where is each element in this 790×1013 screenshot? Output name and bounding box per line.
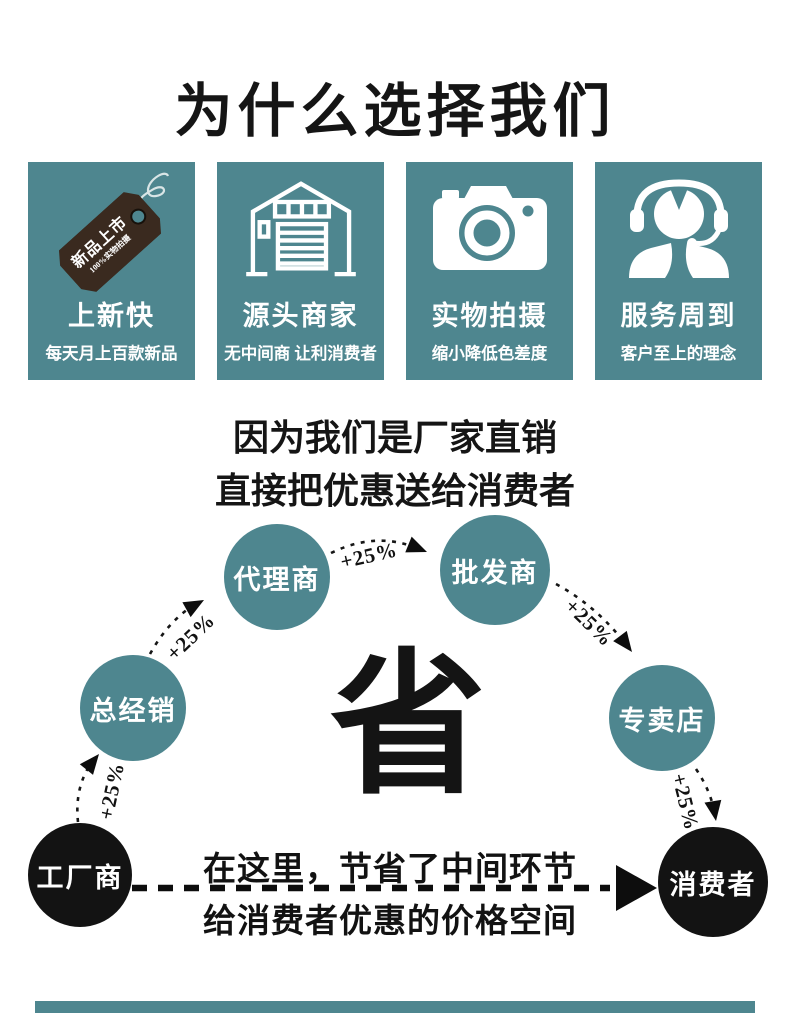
node-factory: 工厂商: [28, 823, 132, 927]
feature-source-merchant: 源头商家 无中间商 让利消费者: [217, 162, 384, 380]
node-consumer: 消费者: [658, 827, 768, 937]
intro-text: 因为我们是厂家直销 直接把优惠送给消费者: [0, 414, 790, 520]
node-agent: 代理商: [224, 524, 330, 630]
savings-character: 省: [330, 640, 486, 813]
increment-label: +25%: [560, 593, 619, 652]
feature-boxes: 新品上市 100%实物拍摄 上新快 每天月上百款新品: [28, 162, 762, 380]
feature-title: 实物拍摄: [431, 301, 548, 331]
node-wholesaler: 批发商: [440, 515, 550, 625]
warehouse-icon: [245, 181, 356, 277]
feature-title: 源头商家: [242, 301, 359, 331]
feature-subtitle: 客户至上的理念: [620, 344, 737, 363]
bottom-accent-bar: [35, 1001, 755, 1013]
savings-note-line2: 给消费者优惠的价格空间: [203, 904, 577, 940]
node-general-distributor: 总经销: [80, 655, 186, 761]
page-title: 为什么选择我们: [174, 79, 616, 144]
feature-subtitle: 缩小降低色差度: [431, 344, 548, 363]
camera-icon: [432, 186, 547, 270]
increment-label: +25%: [93, 760, 130, 822]
feature-title: 服务周到: [620, 301, 737, 331]
tag-string-icon: [137, 172, 170, 213]
feature-service: 服务周到 客户至上的理念: [595, 162, 762, 380]
feature-title: 上新快: [68, 301, 155, 331]
increment-label: +25%: [337, 537, 400, 574]
feature-subtitle: 每天月上百款新品: [45, 344, 178, 363]
node-specialty-store: 专卖店: [609, 665, 715, 771]
intro-line1: 因为我们是厂家直销: [232, 418, 557, 458]
feature-subtitle: 无中间商 让利消费者: [224, 344, 377, 363]
new-arrival-tag-icon: 新品上市 100%实物拍摄: [44, 164, 180, 292]
intro-line2: 直接把优惠送给消费者: [214, 471, 575, 511]
increment-label: +25%: [161, 607, 220, 666]
feature-new-arrivals: 新品上市 100%实物拍摄 上新快 每天月上百款新品: [28, 162, 195, 380]
savings-note-line1: 在这里，节省了中间环节: [203, 852, 577, 888]
increment-label: +25%: [666, 770, 705, 833]
headset-agent-icon: [628, 179, 729, 278]
feature-real-photos: 实物拍摄 缩小降低色差度: [406, 162, 573, 380]
